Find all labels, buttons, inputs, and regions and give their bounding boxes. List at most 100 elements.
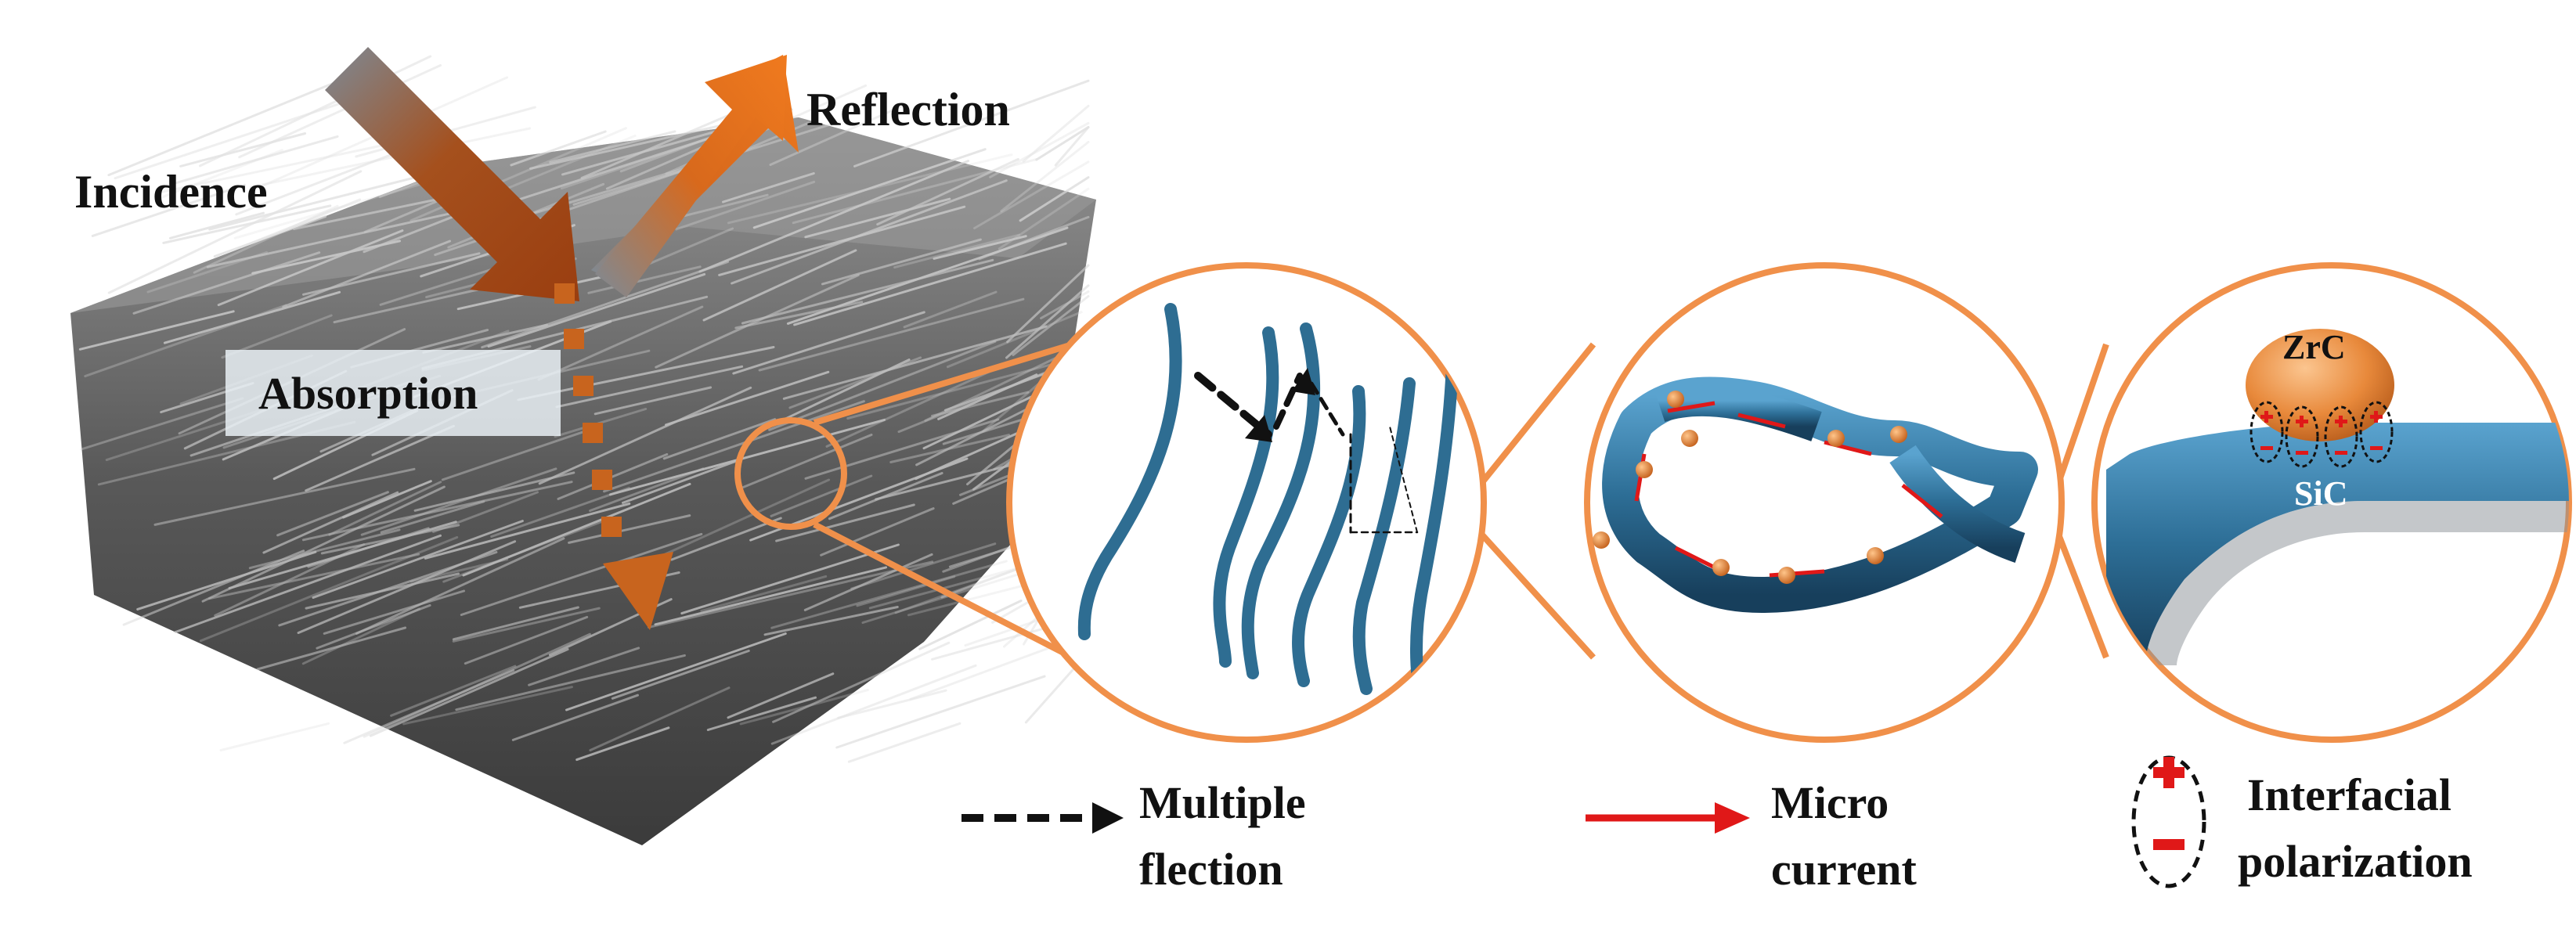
zrc-beads [1593, 391, 1907, 584]
fiber-strand [732, 311, 925, 375]
fiber-strand [589, 467, 705, 512]
legend-multiple-line2: flection [1139, 844, 1283, 895]
fiber-strand [193, 204, 339, 274]
fiber-strand [850, 542, 997, 590]
fiber-strand [363, 632, 591, 738]
fiber-strand [655, 274, 860, 369]
fiber-strand [918, 600, 1023, 650]
fiber-strand [1022, 104, 1090, 163]
fiber-strand [633, 227, 734, 271]
fiber-strand [316, 603, 431, 650]
fiber-strand [698, 160, 969, 273]
legend-interfacial-line1: Interfacial [2247, 769, 2452, 820]
fiber-strand [820, 507, 935, 557]
fiber-strand [165, 135, 339, 187]
fiber-strand [462, 482, 691, 577]
fiber-strand [706, 696, 817, 731]
fiber-strand [933, 235, 1027, 260]
fiber-strand [665, 370, 830, 427]
fiber-strand [680, 543, 900, 615]
fiber-strand [301, 481, 573, 542]
fiber-strand [937, 373, 1038, 420]
fiber-strand [1019, 176, 1090, 222]
legend-micro-line2: current [1771, 844, 1917, 895]
fiber-strand [174, 534, 442, 634]
zrc-label: ZrC [2282, 328, 2346, 366]
fiber-strand [162, 204, 332, 244]
fiber-strand [770, 664, 977, 745]
fiber-strand [557, 453, 669, 500]
legend-micro-current: Micro current [1586, 777, 1917, 895]
fiber-strand [343, 669, 515, 744]
fiber-strand [320, 524, 460, 555]
fiber-strand [565, 632, 787, 711]
fiber-strand [989, 121, 1090, 178]
fiber-strand [702, 249, 857, 322]
fiber-strand [276, 491, 389, 537]
fiber-strand [825, 362, 1008, 448]
fiber-strand [312, 520, 524, 599]
fiber-strand [301, 607, 420, 665]
fiber-strand [132, 251, 321, 315]
fiber-strand [201, 485, 446, 603]
fiber-strand [537, 305, 704, 381]
legend-interfacial-polarization: Interfacial polarization [2131, 755, 2473, 888]
fiber-strand [360, 467, 557, 536]
fiber-strand [297, 540, 517, 634]
fiber-strand [752, 148, 987, 229]
fiber-strand [380, 500, 485, 534]
charge-dipoles [2249, 401, 2394, 468]
fiber-strand [700, 575, 828, 613]
fiber-strand [589, 686, 731, 751]
legend-multiple-reflection: Multiple flection [961, 777, 1306, 895]
fiber-strand [217, 229, 404, 307]
highlight-circle [734, 417, 847, 530]
fiber-strand [214, 543, 366, 617]
fiber-strand [487, 272, 706, 348]
fiber-strand [528, 647, 640, 686]
fiber-strand [510, 130, 607, 167]
fiber-strand [793, 242, 1067, 326]
fiber-strand [424, 503, 631, 560]
fiber-strand [739, 689, 869, 726]
fiber-strand [662, 418, 777, 460]
fiber-strand [179, 132, 307, 168]
sic-label: SiC [2294, 474, 2347, 513]
fiber-strand [208, 553, 420, 600]
fiber-strand [821, 238, 982, 286]
fiber-strand [538, 386, 752, 485]
fiber-strand [622, 460, 736, 504]
fiber-strand [441, 430, 584, 481]
fiber-strand [402, 686, 573, 726]
fiber-strand [931, 391, 1030, 417]
fiber-strand [603, 400, 865, 493]
fiber-strand [464, 615, 589, 665]
fiber-strand [555, 365, 744, 409]
incidence-label: Incidence [74, 166, 268, 218]
fiber-strand [856, 575, 956, 607]
fiber-strand [769, 105, 904, 166]
fiber-strand [788, 356, 922, 409]
fiber-strand [369, 648, 569, 737]
legend-micro-line1: Micro [1771, 777, 1889, 828]
fiber-strand [875, 460, 1026, 501]
zrc-particle [2246, 329, 2394, 441]
fiber-strand [727, 672, 835, 719]
fiber-strand [775, 503, 915, 542]
fiber-strand [1054, 126, 1090, 167]
fiber-strand [422, 323, 548, 354]
fiber-strand [153, 467, 416, 526]
fiber-strand [722, 172, 815, 204]
fiber-strand [481, 260, 730, 349]
charge-signs [2260, 411, 2383, 455]
fiber-strand [889, 434, 1010, 463]
fiber-strand [727, 153, 1013, 225]
fiber-strand [249, 127, 532, 189]
fiber-strand [731, 179, 1008, 285]
fiber-strand [828, 472, 943, 521]
incidence-arrow [325, 47, 579, 301]
fiber-strand [158, 149, 283, 200]
fiber-strand [1005, 284, 1090, 359]
zoom-connectors [734, 341, 2109, 661]
